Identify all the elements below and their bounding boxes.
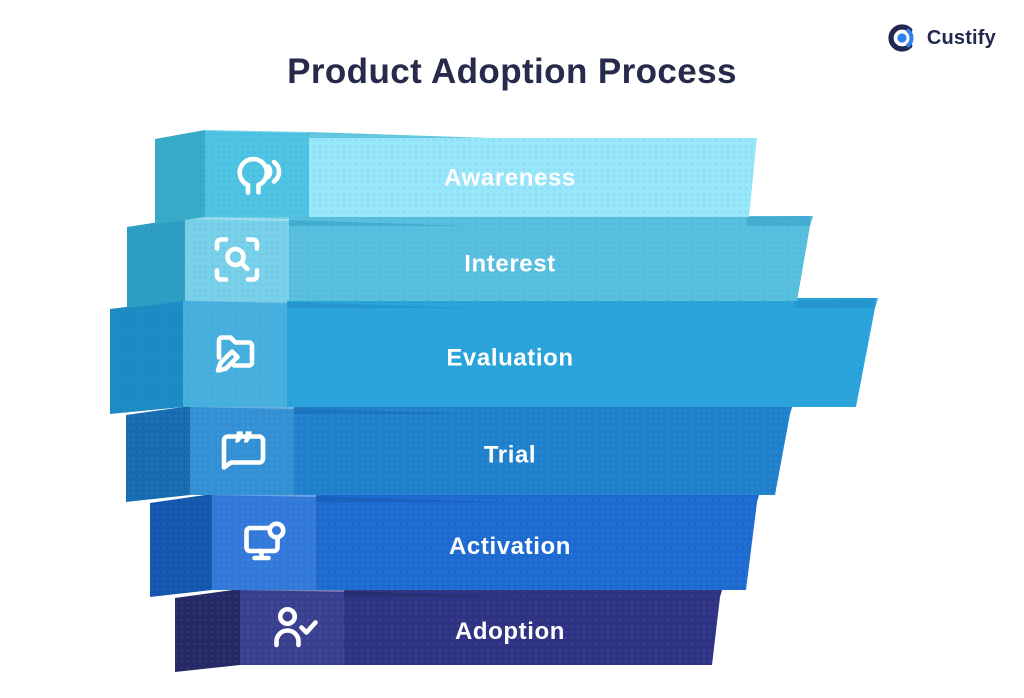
- texture-overlay: [150, 494, 212, 597]
- folder-edit-icon: [215, 335, 255, 373]
- stage-overhang-roof: [795, 298, 875, 308]
- funnel-stage-interest: Interest: [127, 216, 813, 308]
- quote-marks: ”: [232, 426, 256, 467]
- stage-overhang-roof: [747, 216, 810, 226]
- user-check-icon: [274, 606, 318, 648]
- stage-label-interest: Interest: [464, 251, 556, 278]
- stage-roof-wedge: [287, 302, 467, 308]
- stage-roof-wedge: [344, 591, 524, 597]
- stage-roof-wedge: [289, 220, 469, 226]
- texture-overlay: [175, 589, 240, 672]
- stage-label-trial: Trial: [484, 442, 536, 469]
- brand-name: Custify: [926, 26, 996, 49]
- custify-logo-icon: [888, 24, 914, 52]
- stage-label-awareness: Awareness: [444, 165, 576, 192]
- texture-overlay: [183, 298, 878, 407]
- stage-top-highlight: [184, 217, 290, 221]
- texture-overlay: [240, 587, 723, 665]
- texture-overlay: [212, 492, 760, 590]
- texture-overlay: [185, 216, 813, 301]
- stage-label-activation: Activation: [449, 533, 571, 560]
- scan-search-icon: [214, 237, 260, 282]
- stage-roof-wedge: [316, 496, 496, 502]
- stage-label-adoption: Adoption: [455, 618, 565, 645]
- funnel-stage-adoption: Adoption: [175, 587, 723, 672]
- funnel-stage-activation: Activation: [150, 492, 760, 597]
- texture-overlay: [127, 218, 185, 308]
- funnel-stage-evaluation: Evaluation: [110, 298, 878, 414]
- texture-overlay: [205, 130, 757, 217]
- texture-overlay: [126, 406, 190, 502]
- texture-overlay: [155, 130, 205, 224]
- monitor-notification-icon: [244, 521, 286, 561]
- funnel-stage-trial: ” Trial: [126, 404, 793, 502]
- page-title: Product Adoption Process: [287, 52, 737, 91]
- texture-overlay: [110, 300, 183, 414]
- testimonial-bubble-icon: ”: [221, 426, 266, 470]
- texture-overlay: [190, 404, 793, 495]
- funnel-stage-awareness: Awareness: [155, 129, 757, 224]
- stage-top-highlight: [204, 129, 310, 133]
- stage-roof-wedge: [309, 132, 489, 138]
- stage-roof-wedge: [294, 408, 474, 414]
- brand-logo: Custify: [885, 21, 996, 55]
- stage-label-evaluation: Evaluation: [446, 345, 573, 372]
